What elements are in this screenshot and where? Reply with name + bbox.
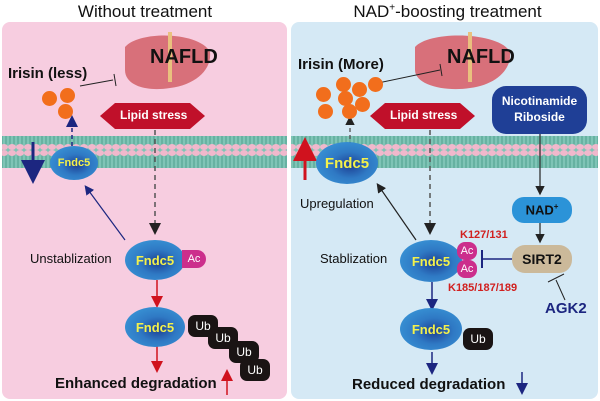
right-lipid-stress-label: Lipid stress [390, 108, 458, 122]
left-outcome-label: Enhanced degradation [55, 375, 217, 392]
irisin-dot [42, 91, 57, 106]
left-liver-vessel [168, 32, 172, 82]
ub-tag: Ub [463, 328, 493, 350]
ub-tag: Ub [240, 359, 270, 381]
right-irisin-label: Irisin (More) [298, 56, 384, 73]
right-bottom-fndc5: Fndc5 [400, 308, 462, 350]
irisin-dot [58, 104, 73, 119]
irisin-dot [338, 91, 353, 106]
sirt2-box [512, 245, 572, 273]
site-label-bottom: K185/187/189 [448, 282, 518, 294]
right-liver-vessel [468, 32, 472, 82]
irisin-dot [355, 97, 370, 112]
left-irisin-label: Irisin (less) [8, 65, 88, 82]
left-lipid-stress-label: Lipid stress [120, 108, 188, 122]
irisin-dot [316, 87, 331, 102]
left-membrane-fndc5: Fndc5 [50, 146, 98, 180]
right-mid-fndc5: Fndc5 [400, 240, 462, 282]
irisin-dot [336, 77, 351, 92]
right-lipid-stress-shape [370, 103, 475, 129]
left-nafld-label: NAFLD [150, 46, 218, 68]
left-panel-title: Without treatment [77, 2, 213, 21]
right-title-sup: + [389, 2, 396, 14]
left-state-label: Unstablization [30, 251, 112, 266]
left-bottom-fndc5: Fndc5 [125, 307, 185, 347]
sirt2-label: SIRT2 [522, 251, 562, 267]
nad-label: NAD+ [512, 202, 572, 217]
agk2-label: AGK2 [545, 300, 587, 317]
nad-text: NAD [525, 202, 554, 218]
left-mid-fndc5: Fndc5 [125, 240, 185, 280]
ub-tag: Ub [229, 341, 259, 363]
left-acetyl-tag: Ac [182, 250, 206, 268]
site-label-top: K127/131 [460, 229, 508, 241]
acetyl-tag: Ac [457, 242, 477, 260]
right-liver-icon [415, 35, 511, 90]
treatment-label-1: Nicotinamide [501, 94, 578, 108]
nad-box [512, 197, 572, 223]
left-liver-icon [125, 35, 211, 90]
right-state-label: Stablization [320, 251, 388, 266]
left-lipid-stress-shape [100, 103, 205, 129]
irisin-dot [318, 104, 333, 119]
nad-sup: + [553, 202, 559, 211]
irisin-dot [342, 104, 357, 119]
treatment-box [492, 86, 587, 134]
left-membrane [2, 136, 287, 168]
acetyl-tag: Ac [457, 260, 477, 278]
right-outcome-label: Reduced degradation [352, 376, 506, 393]
treatment-label-2: Riboside [514, 110, 565, 124]
irisin-dot [60, 88, 75, 103]
irisin-dot [368, 77, 383, 92]
right-title-rest: -boosting treatment [395, 2, 542, 21]
irisin-dot [352, 82, 367, 97]
upregulation-label: Upregulation [300, 196, 374, 211]
right-title-main: NAD [353, 2, 390, 21]
right-membrane-fndc5: Fndc5 [316, 142, 378, 184]
right-nafld-label: NAFLD [447, 46, 515, 68]
right-panel-title: NAD+-boosting treatment [295, 2, 600, 22]
